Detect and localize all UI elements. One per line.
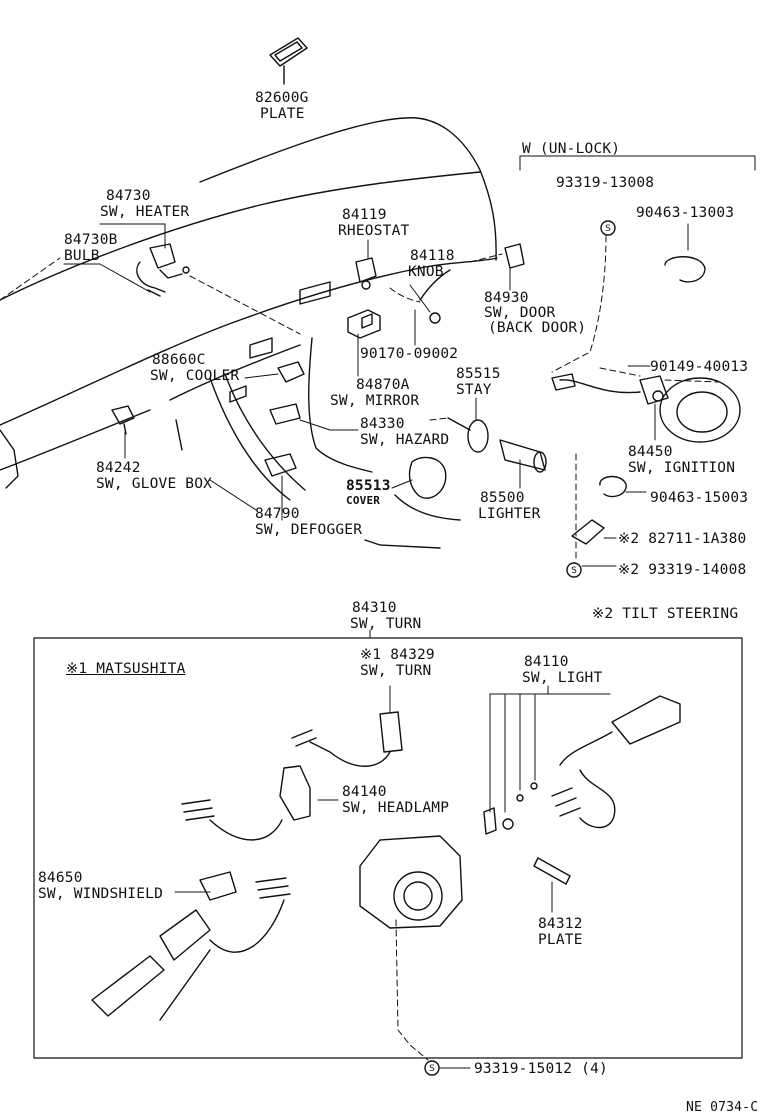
- label-84312-name: PLATE: [538, 932, 583, 948]
- unlock-section-label: W (UN-LOCK): [522, 141, 621, 157]
- label-84110-number: 84110: [524, 654, 569, 670]
- turn-switch-connector-drawing: [291, 711, 403, 767]
- heater-switch-drawing: [136, 243, 190, 297]
- label-82600g-number: 82600G: [255, 90, 309, 106]
- rheostat-drawing: [355, 257, 377, 290]
- screw-mark-3: S: [429, 1064, 435, 1074]
- label-84930-number: 84930: [484, 290, 529, 306]
- label-85500-number: 85500: [480, 490, 525, 506]
- dashboard-outline: [0, 117, 498, 549]
- label-88660c-number: 88660C: [152, 352, 206, 368]
- headlamp-switch-drawing: [181, 765, 311, 841]
- label-93319-15012: 93319-15012 (4): [474, 1061, 608, 1077]
- label-84790-name: SW, DEFOGGER: [255, 522, 363, 538]
- label-84870a-number: 84870A: [356, 377, 410, 393]
- matsushita-label: ※1 MATSUSHITA: [66, 661, 186, 677]
- turn-switch-box: [33, 637, 743, 1059]
- label-84730b-name: BULB: [64, 248, 100, 264]
- unlock-bracket: [519, 155, 756, 171]
- label-90463-13003: 90463-13003: [636, 205, 735, 221]
- label-84730-number: 84730: [106, 188, 151, 204]
- label-84110-name: SW, LIGHT: [522, 670, 603, 686]
- label-84450-number: 84450: [628, 444, 673, 460]
- label-84650-number: 84650: [38, 870, 83, 886]
- label-84140-name: SW, HEADLAMP: [342, 800, 450, 816]
- label-93319-13008: 93319-13008: [556, 175, 655, 191]
- label-84450-name: SW, IGNITION: [628, 460, 736, 476]
- plate-82600g-drawing: [269, 37, 308, 85]
- dashed-lines: [0, 235, 721, 1061]
- label-85515-name: STAY: [456, 382, 492, 398]
- label-84870a-name: SW, MIRROR: [330, 393, 420, 409]
- label-84118-name: KNOB: [408, 264, 444, 280]
- label-84310-number: 84310: [352, 600, 397, 616]
- label-90170: 90170-09002: [360, 346, 459, 362]
- label-84329-name: SW, TURN: [360, 663, 432, 679]
- stay-drawing: [447, 417, 489, 453]
- label-84930-name: SW, DOOR: [484, 305, 556, 321]
- label-84330-name: SW, HAZARD: [360, 432, 450, 448]
- label-84310-name: SW, TURN: [350, 616, 422, 632]
- label-84242-number: 84242: [96, 460, 141, 476]
- label-93319-14008: ※2 93319-14008: [618, 562, 747, 578]
- plate-82711-drawing: [571, 519, 605, 545]
- light-switch-drawing: [483, 695, 681, 835]
- hazard-switch-drawing: [269, 403, 301, 425]
- clamp-drawing: [599, 256, 706, 498]
- label-84118-number: 84118: [410, 248, 455, 264]
- plate-84312-drawing: [533, 857, 571, 885]
- label-85513-number: 85513: [346, 478, 391, 494]
- label-84930-name2: (BACK DOOR): [488, 320, 587, 336]
- label-84119-number: 84119: [342, 207, 387, 223]
- windshield-switch-drawing: [91, 871, 291, 1021]
- label-90463-15003: 90463-15003: [650, 490, 749, 506]
- label-84119-name: RHEOSTAT: [338, 223, 410, 239]
- label-84312-number: 84312: [538, 916, 583, 932]
- label-84329-number: ※1 84329: [360, 647, 435, 663]
- label-84140-number: 84140: [342, 784, 387, 800]
- screw-symbols: [424, 220, 616, 1076]
- label-85500-name: LIGHTER: [478, 506, 541, 522]
- defogger-switch-drawing: [264, 453, 297, 477]
- label-85515-number: 85515: [456, 366, 501, 382]
- label-84650-name: SW, WINDSHIELD: [38, 886, 164, 902]
- turn-switch-body-drawing: [359, 835, 463, 929]
- label-82711: ※2 82711-1A380: [618, 531, 747, 547]
- mirror-switch-drawing: [347, 309, 381, 339]
- label-90149: 90149-40013: [650, 359, 749, 375]
- label-84242-name: SW, GLOVE BOX: [96, 476, 213, 492]
- label-84330-number: 84330: [360, 416, 405, 432]
- ignition-switch-drawing: [551, 373, 741, 443]
- lighter-drawing: [499, 439, 547, 473]
- label-84730b-number: 84730B: [64, 232, 118, 248]
- screw-mark-1: S: [605, 224, 611, 234]
- diagram-id: NE 0734-C: [686, 1100, 759, 1115]
- knob-drawing: [429, 312, 441, 324]
- cover-drawing: [408, 456, 447, 499]
- tilt-steering-label: ※2 TILT STEERING: [592, 606, 739, 622]
- label-88660c-name: SW, COOLER: [150, 368, 240, 384]
- screw-mark-2: S: [571, 566, 577, 576]
- glove-box-switch-drawing: [111, 405, 135, 435]
- label-84730-name: SW, HEATER: [100, 204, 190, 220]
- cooler-switch-drawing: [277, 361, 305, 383]
- door-switch-drawing: [504, 243, 525, 269]
- label-82600g-name: PLATE: [260, 106, 305, 122]
- leader-lines: [63, 223, 689, 1069]
- label-84790-number: 84790: [255, 506, 300, 522]
- label-85513-name: COVER: [346, 494, 381, 507]
